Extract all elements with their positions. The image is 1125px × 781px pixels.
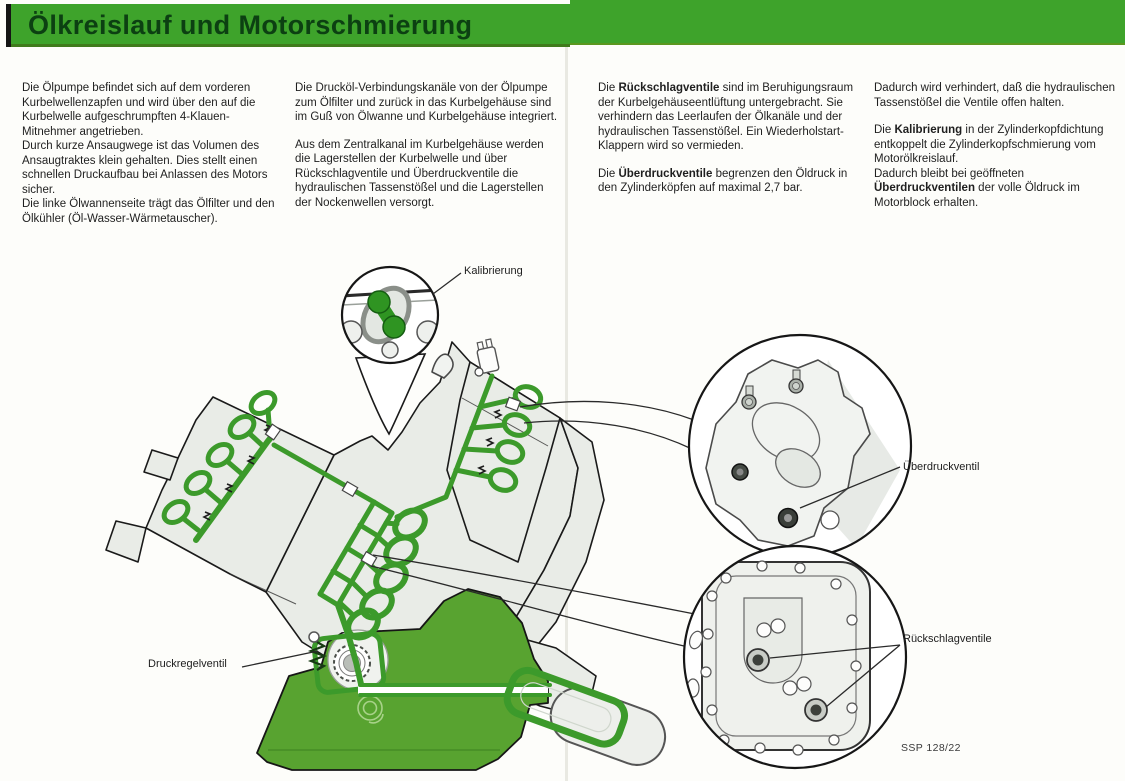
calibration-bore [367, 290, 391, 314]
inset-ueberdruckventil [687, 333, 913, 559]
right-cam-gallery [394, 367, 544, 520]
oil-channels [335, 602, 552, 697]
inset-kalibrierung [340, 265, 462, 365]
tappet-marks [477, 409, 503, 475]
text-column-2: Die Drucköl-Verbindungskanäle von der Öl… [295, 81, 559, 210]
main-gallery-ladder [317, 499, 428, 641]
druckregelventil-leader [241, 650, 319, 668]
text-column-3: Die Rückschlagventile sind im Beruhigung… [598, 81, 866, 196]
label-druckregelventil: Druckregelventil [148, 658, 227, 670]
paragraph: Die Überdruckventile begrenzen den Öldru… [598, 167, 848, 195]
oil-filter [503, 666, 667, 766]
paragraph: Die Drucköl-Verbindungskanäle von der Öl… [295, 82, 558, 123]
inset-leader-lines [370, 400, 696, 647]
calibration-bore [382, 315, 406, 339]
paragraph: Die Rückschlagventile sind im Beruhigung… [598, 82, 854, 152]
paragraph: Die linke Ölwannenseite trägt das Ölfilt… [22, 198, 275, 225]
paragraph: Aus dem Zentralkanal im Kurbelgehäuse we… [295, 138, 544, 209]
label-ueberdruckventil: Überdruckventil [903, 461, 980, 473]
left-cam-gallery [161, 390, 282, 543]
label-rueckschlagventile: Rückschlagventile [903, 633, 992, 645]
paragraph: Durch kurze Ansaugwege ist das Volumen d… [22, 140, 268, 196]
pressure-relief-spring [307, 631, 328, 671]
text-column-1: Die Ölpumpe befindet sich auf dem vorder… [22, 81, 276, 226]
inset-rueckschlagventile [682, 544, 908, 770]
figure-reference: SSP 128/22 [901, 742, 961, 754]
page-fold-line [565, 46, 568, 781]
paragraph: Dadurch wird verhindert, daß die hydraul… [874, 82, 1115, 109]
transfer-line [271, 442, 377, 505]
paragraph: Die Kalibrierung in der Zylinderkopfdich… [874, 124, 1104, 165]
head-studs [741, 369, 804, 410]
title-banner-right [570, 0, 1125, 45]
magnifier-funnel [354, 353, 427, 436]
paragraph: Die Ölpumpe befindet sich auf dem vorder… [22, 82, 256, 138]
title-banner: Ölkreislauf und Motorschmierung [6, 4, 570, 47]
text-column-4: Dadurch wird verhindert, daß die hydraul… [874, 81, 1122, 210]
page-title: Ölkreislauf und Motorschmierung [28, 10, 473, 40]
oil-pressure-switch [476, 338, 500, 374]
label-kalibrierung: Kalibrierung [464, 265, 523, 277]
paragraph: Dadurch bleibt bei geöffneten Überdruckv… [874, 167, 1080, 209]
